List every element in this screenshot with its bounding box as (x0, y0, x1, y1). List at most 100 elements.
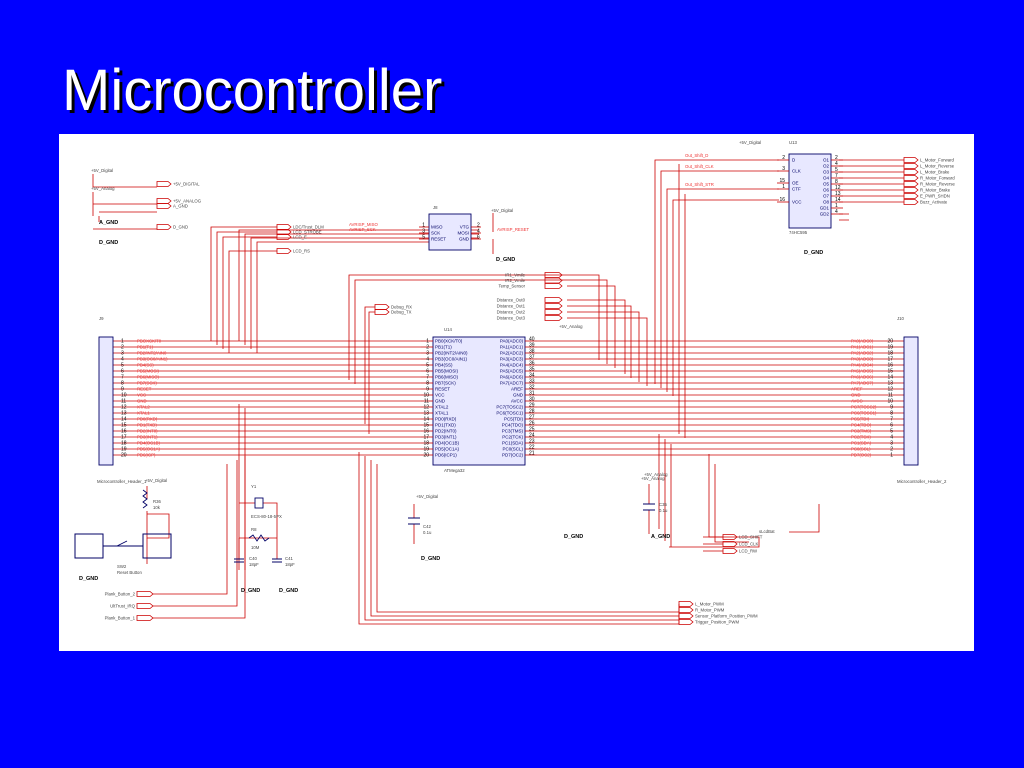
j9-pin-18-net: PD4(OC1B) (137, 441, 160, 446)
j10-pin-14-number: 14 (887, 375, 893, 381)
power-port-0: +5V_DIGITAL (156, 181, 200, 187)
bottom-left-port-2-shape (136, 615, 154, 621)
u13-right-pin-3-name: O4 (823, 176, 830, 181)
c40-ref: C40 (249, 556, 257, 561)
u13-output-port-3: R_Motor_Forward (903, 175, 955, 181)
j10-body (903, 336, 919, 466)
u13-left-pin-2-name: OE (792, 181, 799, 186)
c42-ground-label: D_GND (421, 556, 440, 562)
j9-pin-18-number: 18 (121, 441, 127, 447)
reset-power-label: +5V_Digital (145, 478, 167, 483)
u14-left-pin-14-name: PD0(RXD) (435, 417, 457, 422)
j9-pin-10-net: VCC (137, 393, 146, 398)
pwm-port-3-shape (678, 619, 694, 625)
c35-ref: C35 (659, 502, 667, 507)
j10-pin-12-net: AREF (851, 387, 863, 392)
j10-pin-6-net: PC4(TDO) (851, 423, 872, 428)
j8-ref: J8 (433, 205, 438, 210)
u13-output-port-4: R_Motor_Reverse (903, 181, 955, 187)
j8-side-label-0: AVRISP_MISO (349, 222, 378, 227)
pwm-ports: L_Motor_PWMR_Motor_PWMSensor_Platform_Po… (678, 601, 758, 625)
u13-right-pin-1-name: O2 (823, 164, 830, 169)
power-port-3: D_GND (156, 224, 188, 230)
lcd-port-1-label: LCD_STROBE (293, 230, 322, 235)
u14-right-pin-29-name: PC7(TOSC2) (496, 405, 523, 410)
u14-left-pin-13-name: XTAL1 (435, 411, 449, 416)
u13-left-pin-1-number: 3 (782, 166, 785, 172)
u13-right-pin-8-number: 1 (835, 203, 838, 209)
j8-pin-4-name: MOSI (457, 231, 469, 236)
u13-right-pin-9-number: 4 (835, 209, 838, 215)
u13-output-port-5-shape (903, 187, 919, 193)
r36-value: 10k (153, 505, 161, 510)
r8-value: 10M (251, 545, 260, 550)
distance-port-1-shape (544, 303, 563, 309)
u14-left-pin-7-name: PB6(MISO) (435, 375, 459, 380)
j8-pin-5-name: RESET (431, 237, 446, 242)
lcd-data-label: sLcdBat (759, 529, 775, 534)
u13-output-port-2-shape (903, 169, 919, 175)
lcd-port-1-shape (276, 229, 292, 235)
j10-pin-20-net: PA0(ADC0) (851, 339, 874, 344)
j9-pin-6-net: PB5(MOSI) (137, 369, 160, 374)
j9-pin-20-number: 20 (121, 453, 127, 459)
j9-pin-9-number: 9 (121, 387, 124, 393)
j9-pin-12-number: 12 (121, 405, 127, 411)
u14-left-pin-10-number: 10 (423, 393, 429, 399)
debug-port-0-label: Debug_RX (391, 305, 412, 310)
ir-port-1-shape (544, 277, 563, 284)
lcd-port-2-label: LCD_E (293, 235, 307, 240)
u14-left-pin-17-name: PD3(INT1) (435, 435, 457, 440)
u13-right-pin-0-name: O1 (823, 158, 830, 163)
j9-pin-16-net: PD2(INT0) (137, 429, 158, 434)
j9-pin-13-number: 13 (121, 411, 127, 417)
u14-left-pin-15-name: PD1(TXD) (435, 423, 456, 428)
ir-port-2-shape (544, 283, 563, 289)
j9-pin-11-net: GND (137, 399, 147, 404)
j10-pin-15-number: 15 (887, 369, 893, 375)
u13-right-pin-2-name: O3 (823, 170, 830, 175)
u14-right-pin-28-number: 28 (529, 409, 535, 415)
ir-port-2-label: Temp_Sensor (498, 284, 525, 289)
u14-right-pin-31-name: GND (513, 393, 524, 398)
u14-right-pin-36-name: PA4(ADC4) (500, 363, 524, 368)
j10-pin-7-number: 7 (890, 417, 893, 423)
u13-output-port-5: R_Motor_Brake (903, 187, 951, 193)
j10-pin-8-net: PC6(TOSC1) (851, 411, 877, 416)
pwm-port-1: R_Motor_PWM (678, 607, 725, 613)
debug-port-0-shape (374, 304, 390, 310)
j9-pin-15-net: PD1(TXD) (137, 423, 157, 428)
debug-port-0: Debug_RX (374, 304, 412, 310)
u13-left-pin-3-number: 1 (782, 184, 785, 190)
distance-ports: Distance_Out0Distance_Out1Distance_Out2D… (497, 297, 563, 321)
r36-ref: R36 (153, 499, 161, 504)
u14-right-pin-25-name: PC3(TMS) (502, 429, 524, 434)
u14-right-pin-24-name: PC2(TCK) (502, 435, 523, 440)
bottom-left-port-1-label: UltTrust_IRQ (110, 604, 136, 609)
u14-left-pin-2-number: 2 (426, 345, 429, 351)
j10-pin-19-number: 19 (887, 345, 893, 351)
pwm-port-0-shape (678, 601, 694, 607)
u13-left-pin-4-name: VCC (792, 200, 802, 205)
power-port-1-label: +5V_ANALOG (173, 199, 202, 204)
u13-right-pin-9-name: GD2 (820, 212, 830, 217)
u13-input-label-2: Out_Shift_STR (685, 182, 714, 187)
j10-pin-1-number: 1 (890, 453, 893, 459)
j8-pin-2-name: VTG (460, 225, 470, 230)
aref-power-label: +5V_Analog (559, 324, 583, 329)
u14-right-pin-37-name: PA3(ADC3) (500, 357, 524, 362)
c35-cap: C35 0.1u +5V_Analog (641, 476, 668, 513)
j10-pin-3-number: 3 (890, 441, 893, 447)
j9-pin-2-number: 2 (121, 345, 124, 351)
lcd-port-0-label: LDC/Trust_DLM (293, 225, 324, 230)
u13-output-port-1-shape (903, 163, 919, 169)
j9-pin-4-number: 4 (121, 357, 124, 363)
pwm-port-2-label: Sensor_Platform_Position_PWM (695, 614, 758, 619)
u14-right-pin-38-number: 38 (529, 349, 535, 355)
u14-right-pin-40-number: 40 (529, 337, 535, 343)
j9-ref: J9 (99, 316, 104, 321)
u13-output-port-5-label: R_Motor_Brake (920, 188, 951, 193)
